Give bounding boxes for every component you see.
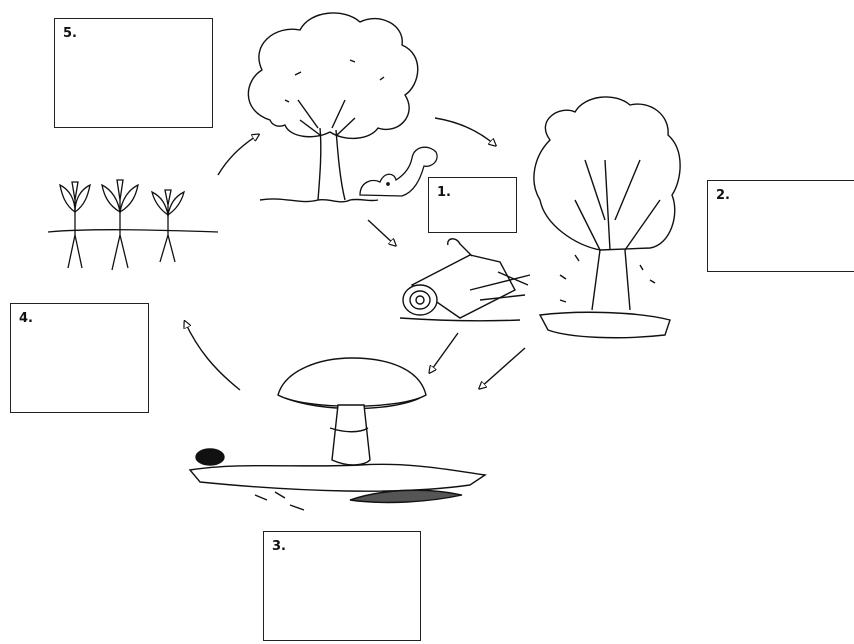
arrow-tree-to-autumn-tree bbox=[434, 117, 495, 145]
tree-illustration bbox=[247, 12, 419, 203]
arrow-autumn-tree-to-mushroom bbox=[480, 347, 526, 388]
answer-box-4[interactable]: 4. bbox=[10, 303, 149, 413]
box-2-label: 2. bbox=[716, 188, 730, 203]
box-3-label: 3. bbox=[272, 539, 286, 554]
arrow-tree-to-log bbox=[367, 219, 395, 245]
cycle-arrows bbox=[185, 117, 526, 391]
arrow-log-to-mushroom bbox=[430, 332, 459, 372]
arrow-seedlings-to-tree bbox=[217, 135, 258, 176]
box-1-label: 1. bbox=[437, 185, 451, 200]
answer-box-3[interactable]: 3. bbox=[263, 531, 421, 641]
answer-box-5[interactable]: 5. bbox=[54, 18, 213, 128]
fallen-log-illustration bbox=[399, 238, 531, 322]
seedlings-illustration bbox=[47, 179, 219, 271]
answer-box-2[interactable]: 2. bbox=[707, 180, 854, 272]
answer-box-1[interactable]: 1. bbox=[428, 177, 517, 233]
autumn-tree-illustration bbox=[533, 96, 681, 339]
mushroom-decomposers-illustration bbox=[188, 357, 487, 511]
squirrel-illustration bbox=[359, 146, 438, 197]
box-5-label: 5. bbox=[63, 26, 77, 41]
box-4-label: 4. bbox=[19, 311, 33, 326]
arrow-mushroom-to-box4 bbox=[185, 322, 241, 391]
